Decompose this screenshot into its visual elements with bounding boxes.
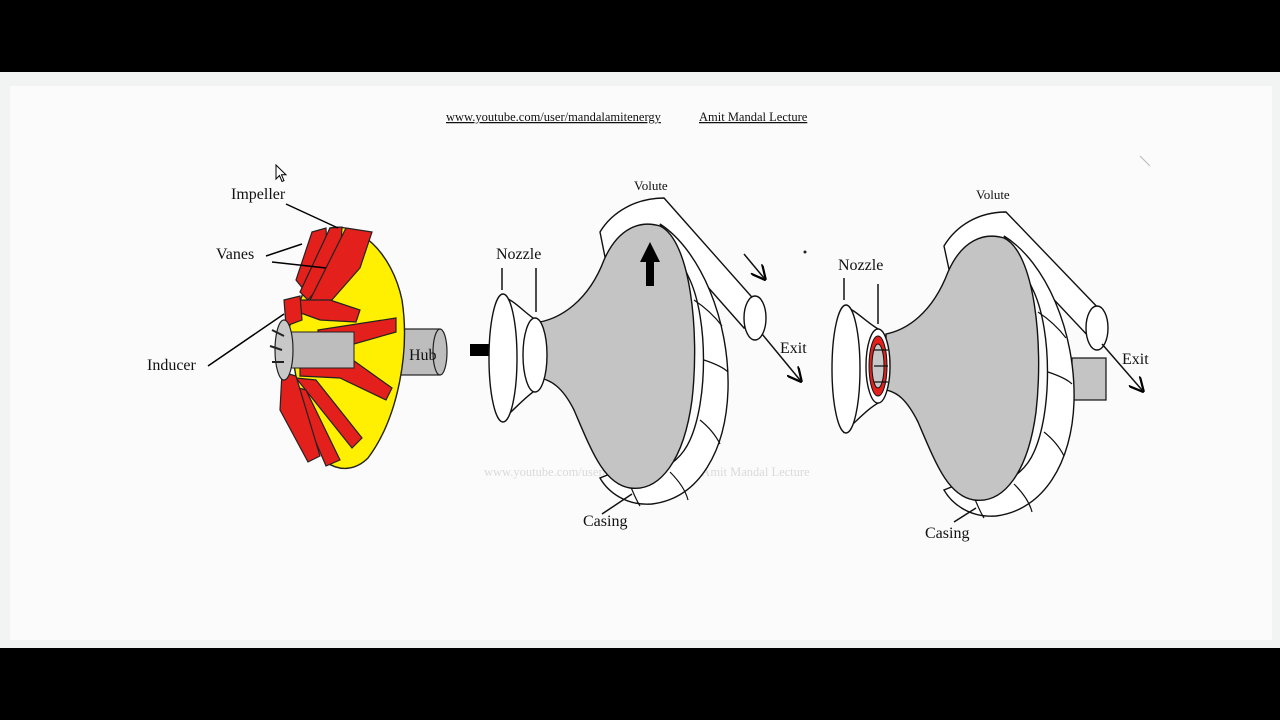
nozzle-label: Nozzle: [838, 257, 883, 274]
impeller-leader-lines: [207, 203, 339, 367]
impeller-diagram: Impeller Vanes Inducer Hub: [147, 186, 448, 469]
scroll-casing: [598, 223, 729, 505]
casing-label: Casing: [925, 525, 969, 542]
nozzle-label: Nozzle: [496, 246, 541, 263]
compressor-diagram-2: Volute Nozzle Exit Casing: [831, 155, 1151, 542]
exit-label: Exit: [780, 340, 807, 357]
casing-body: [885, 235, 1040, 501]
channel-url: www.youtube.com/user/mandalamitenergy: [446, 110, 662, 124]
nozzle: [831, 304, 891, 434]
inducer-label: Inducer: [147, 357, 197, 374]
hub-shaft: [397, 328, 448, 376]
lecturer-name: Amit Mandal Lecture: [699, 110, 808, 124]
volute-label: Volute: [976, 187, 1010, 202]
compressor-diagram-1: Volute Nozzle Exit Casing: [488, 178, 807, 530]
nozzle: [488, 293, 548, 423]
impeller-label: Impeller: [231, 186, 286, 203]
upflow-arrow-icon: [640, 242, 660, 286]
exit-label: Exit: [1122, 351, 1149, 368]
scroll-casing: [942, 235, 1075, 517]
casing-body: [539, 223, 696, 489]
shaft: [1071, 357, 1107, 401]
mouse-cursor-icon: [275, 164, 288, 183]
volute-label: Volute: [634, 178, 668, 193]
hub-label: Hub: [409, 347, 437, 364]
casing-label: Casing: [583, 513, 627, 530]
vanes-label: Vanes: [216, 246, 254, 263]
impeller-vanes: [279, 226, 397, 467]
inducer-hub: [269, 319, 355, 381]
